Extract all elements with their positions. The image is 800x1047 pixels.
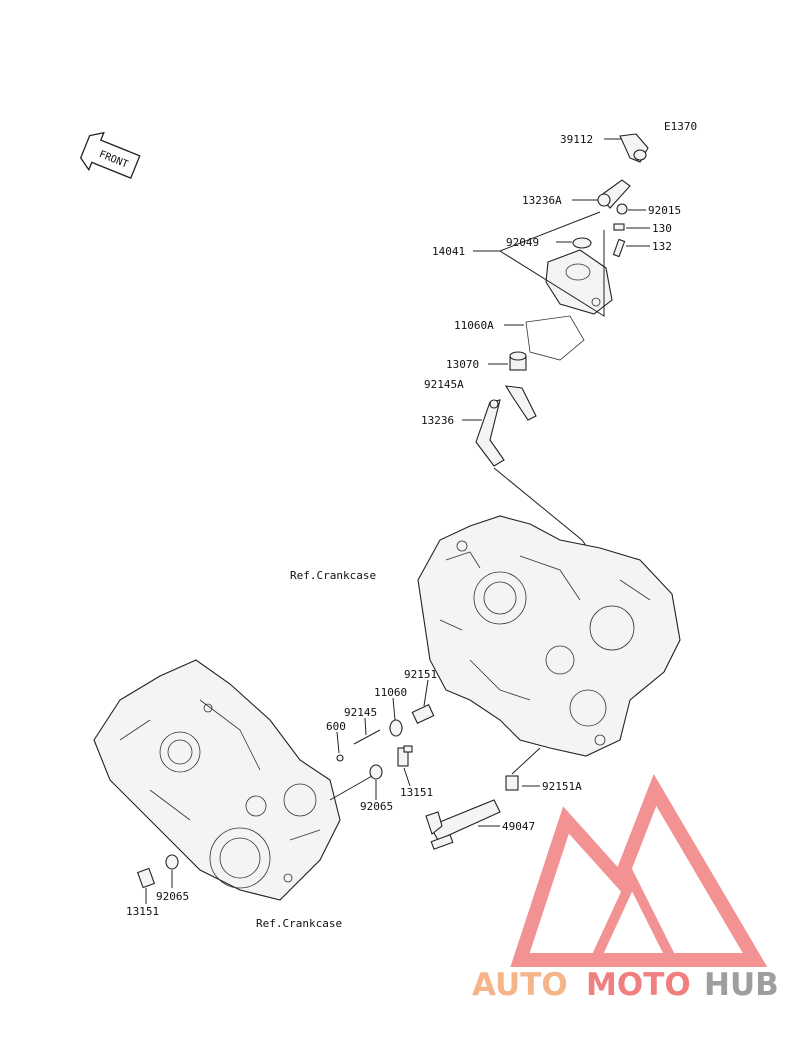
plug-92151 [411, 704, 435, 724]
label-132: 132 [652, 240, 672, 253]
label-92151A: 92151A [542, 780, 582, 793]
label-92065-upper: 92065 [360, 800, 393, 813]
ref-label-crankcase-lower: Ref.Crankcase [256, 917, 342, 930]
shift-drum-49047 [425, 799, 501, 850]
lever-13236A [597, 179, 631, 209]
label-13151-upper: 13151 [400, 786, 433, 799]
bolt-130 [613, 223, 625, 231]
watermark-moto: MOTO [586, 967, 691, 1003]
crankcase-left [93, 659, 341, 901]
front-arrow-icon: FRONT [79, 131, 141, 179]
label-130: 130 [652, 222, 672, 235]
gasket-11060A [525, 315, 585, 361]
automotohub-wordmark: AUTO MOTO HUB [472, 967, 779, 1003]
diagram-code: E1370 [664, 120, 697, 133]
washer-92065-upper [369, 764, 383, 780]
label-11060A: 11060A [454, 319, 494, 332]
switch-13151-upper [397, 745, 413, 767]
label-39112: 39112 [560, 133, 593, 146]
label-49047: 49047 [502, 820, 535, 833]
ball-600 [336, 754, 344, 762]
plug-92151A [505, 775, 519, 791]
label-13236: 13236 [421, 414, 454, 427]
shaft-13236 [475, 399, 505, 467]
spring-92145 [353, 729, 381, 745]
crankcase-right [417, 515, 681, 757]
seal-92049 [572, 237, 592, 249]
label-11060: 11060 [374, 686, 407, 699]
label-13070: 13070 [446, 358, 479, 371]
watermark-auto: AUTO [472, 967, 568, 1003]
bolt-132 [612, 238, 626, 258]
cover-14041 [545, 249, 613, 315]
label-13236A: 13236A [522, 194, 562, 207]
label-13151-lower: 13151 [126, 905, 159, 918]
label-92065-lower: 92065 [156, 890, 189, 903]
label-92145A: 92145A [424, 378, 464, 391]
label-92151: 92151 [404, 668, 437, 681]
switch-13151-lower [136, 867, 156, 889]
watermark-hub: HUB [704, 967, 779, 1003]
label-92015: 92015 [648, 204, 681, 217]
gasket-11060 [389, 719, 403, 737]
bushing-13070 [509, 351, 527, 371]
nut-92015 [616, 203, 628, 215]
label-600: 600 [326, 720, 346, 733]
washer-92065-lower [165, 854, 179, 870]
spring-92145A [504, 385, 537, 421]
label-14041: 14041 [432, 245, 465, 258]
sensor-39112 [619, 133, 649, 163]
label-92145: 92145 [344, 706, 377, 719]
automotohub-logo-icon [510, 774, 768, 967]
ref-label-crankcase-upper: Ref.Crankcase [290, 569, 376, 582]
